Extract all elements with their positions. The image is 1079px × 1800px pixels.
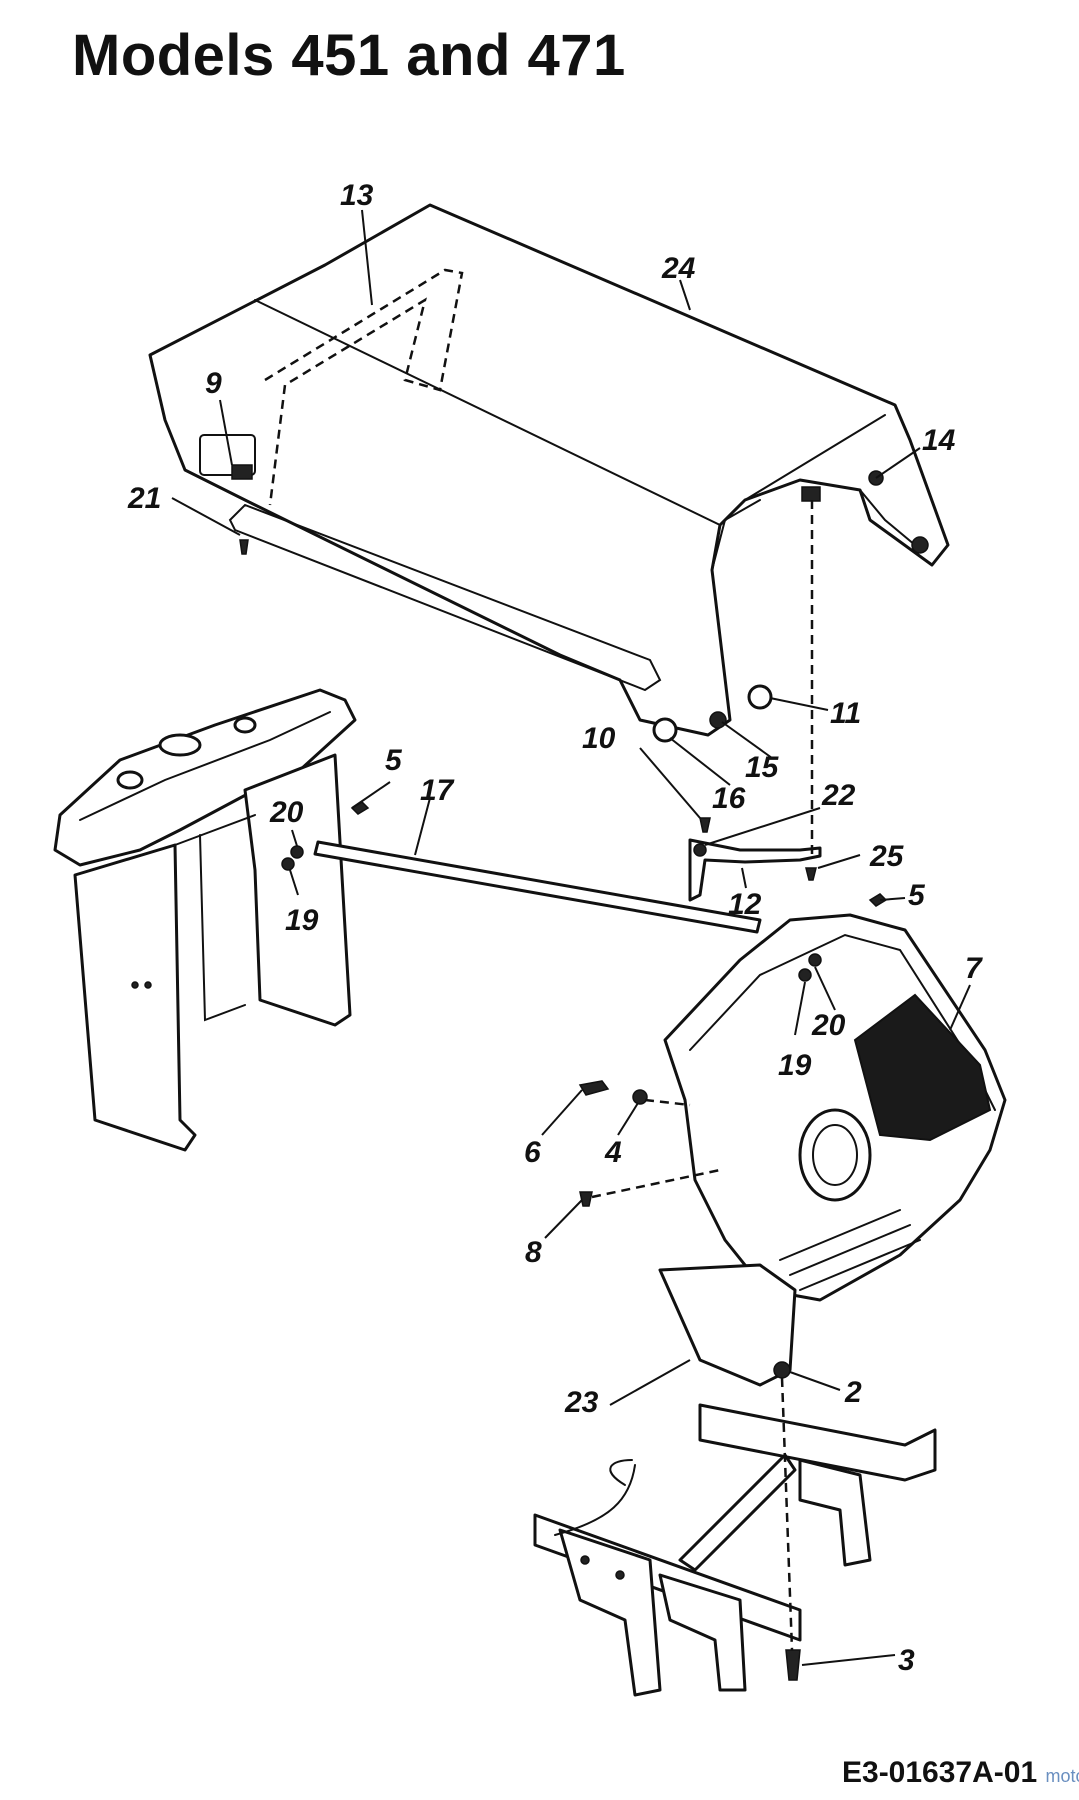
callout-11: 11 bbox=[830, 697, 861, 730]
align-line-2-3 bbox=[780, 1377, 794, 1651]
screw-8 bbox=[579, 1191, 593, 1207]
hinge-bracket-14 bbox=[801, 486, 821, 502]
screw-21 bbox=[239, 539, 249, 555]
support-rod-17 bbox=[313, 840, 762, 934]
callout-4: 4 bbox=[604, 1136, 622, 1169]
screw-25 bbox=[805, 867, 817, 881]
callout-12: 12 bbox=[728, 888, 762, 921]
headlight bbox=[798, 1108, 872, 1202]
screw-10 bbox=[699, 817, 711, 833]
callout-25: 25 bbox=[869, 840, 905, 873]
callout-20-left: 20 bbox=[269, 796, 304, 829]
hood-front-edge bbox=[744, 414, 886, 501]
leader-lines bbox=[171, 209, 971, 1666]
frame-assembly bbox=[533, 1403, 937, 1697]
page-title: Models 451 and 471 bbox=[72, 23, 626, 88]
callout-24: 24 bbox=[661, 252, 696, 285]
bolt-3 bbox=[785, 1649, 801, 1681]
washer-20-left bbox=[290, 845, 304, 859]
callout-20-right: 20 bbox=[811, 1009, 846, 1042]
hood-slot-left bbox=[199, 434, 256, 476]
nut-5-left bbox=[350, 801, 370, 815]
rod-assembly bbox=[313, 817, 822, 934]
nut-4 bbox=[632, 1089, 648, 1105]
callout-19-right: 19 bbox=[778, 1049, 812, 1082]
callout-3: 3 bbox=[898, 1644, 915, 1677]
washer-15 bbox=[709, 711, 727, 729]
callout-10: 10 bbox=[582, 722, 616, 755]
hood-side-trim bbox=[228, 503, 662, 692]
nut-2 bbox=[773, 1361, 791, 1379]
hood-inner-front bbox=[711, 499, 761, 571]
hood-knob bbox=[911, 536, 929, 554]
frame-curve bbox=[554, 1464, 636, 1536]
dash-cap-mid bbox=[158, 733, 202, 757]
dash-inner-panel bbox=[199, 834, 246, 1022]
frame-bracket-lower bbox=[558, 1528, 662, 1697]
clip-6 bbox=[578, 1080, 610, 1096]
hood-body bbox=[148, 203, 950, 737]
watermark-text: motoruf bbox=[1045, 1766, 1079, 1786]
callout-16: 16 bbox=[712, 782, 746, 815]
hood-side-panel bbox=[859, 489, 916, 546]
hood-hidden-panel bbox=[264, 268, 464, 506]
callout-8: 8 bbox=[525, 1236, 542, 1269]
drawing-reference-code: E3-01637A-01 motoruf bbox=[842, 1756, 1079, 1790]
callout-19-left: 19 bbox=[285, 904, 319, 937]
dash-right-leg bbox=[243, 753, 352, 1027]
callout-labels: 13 24 9 14 21 11 10 15 16 22 5 17 20 25 … bbox=[127, 179, 983, 1677]
frame-cross-bar bbox=[678, 1453, 797, 1572]
frame-hole-b bbox=[615, 1570, 625, 1580]
dash-hole-b bbox=[144, 981, 152, 989]
dash-top-ridge bbox=[79, 711, 331, 821]
callout-17: 17 bbox=[420, 774, 455, 807]
callout-9: 9 bbox=[205, 367, 222, 400]
callout-6: 6 bbox=[524, 1136, 541, 1169]
dash-cap-left bbox=[116, 770, 144, 790]
callout-7: 7 bbox=[965, 952, 983, 985]
callout-15: 15 bbox=[745, 751, 780, 784]
callout-14: 14 bbox=[922, 424, 956, 457]
grille-lower-slats bbox=[779, 1209, 921, 1291]
align-line-4 bbox=[644, 1098, 691, 1107]
dash-cap-right bbox=[233, 716, 257, 734]
callout-21: 21 bbox=[127, 482, 161, 515]
frame-wire bbox=[609, 1459, 633, 1486]
washer-20-right bbox=[808, 953, 822, 967]
callout-2: 2 bbox=[844, 1376, 862, 1409]
callout-5-right: 5 bbox=[908, 879, 926, 912]
align-line-8 bbox=[591, 1168, 721, 1199]
frame-rail-upper bbox=[698, 1403, 937, 1482]
reference-code-text: E3-01637A-01 bbox=[842, 1756, 1038, 1789]
callout-22: 22 bbox=[821, 779, 856, 812]
frame-bracket-upper bbox=[798, 1458, 872, 1567]
callout-5-left: 5 bbox=[385, 744, 403, 777]
dash-support-assembly bbox=[53, 688, 370, 1152]
frame-bracket-lower-right bbox=[658, 1573, 747, 1692]
hood-assembly bbox=[148, 203, 950, 743]
grille-assembly bbox=[578, 893, 1007, 1387]
dash-leg-edge bbox=[174, 814, 256, 846]
nut-19-left bbox=[281, 857, 295, 871]
dash-hole-a bbox=[131, 981, 139, 989]
bumper-11 bbox=[747, 684, 773, 710]
callout-23: 23 bbox=[564, 1386, 599, 1419]
nut-19-right bbox=[798, 968, 812, 982]
headlight-lens bbox=[812, 1124, 858, 1186]
dash-left-leg bbox=[73, 843, 197, 1152]
bumper-16 bbox=[652, 717, 678, 743]
grille-mesh bbox=[853, 993, 992, 1142]
frame-hole-a bbox=[580, 1555, 590, 1565]
callout-13: 13 bbox=[340, 179, 374, 212]
bracket-12 bbox=[688, 838, 822, 902]
hinge-bracket-9 bbox=[231, 464, 253, 480]
nut-22 bbox=[693, 843, 707, 857]
